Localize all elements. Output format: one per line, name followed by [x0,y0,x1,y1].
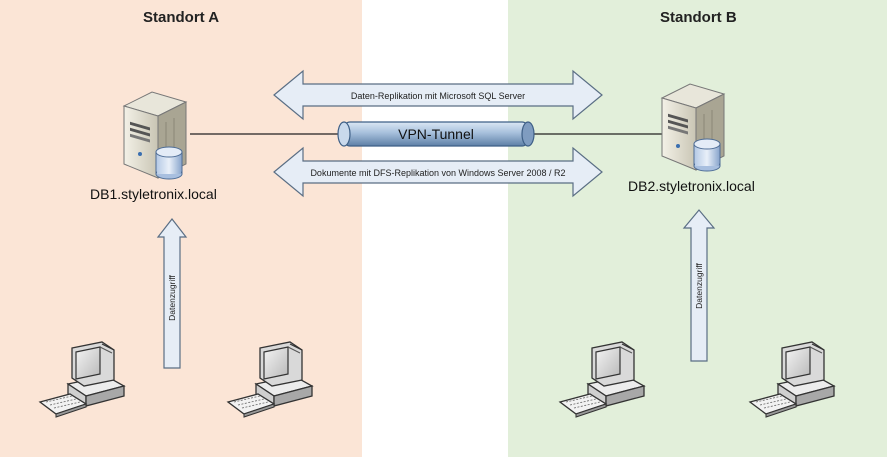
data-access-arrow-b: Datenzugriff [682,209,716,362]
vpn-tunnel: VPN-Tunnel [337,121,535,147]
vpn-tunnel-label: VPN-Tunnel [398,126,474,142]
data-access-arrow-a: Datenzugriff [156,218,188,369]
sql-replication-label: Daten-Replikation mit Microsoft SQL Serv… [351,91,525,101]
server-db2-label: DB2.styletronix.local [628,178,755,194]
server-db1-label: DB1.styletronix.local [90,186,217,202]
data-access-label-a: Datenzugriff [167,275,177,321]
server-db1-icon [123,91,187,180]
sql-replication-arrow: Daten-Replikation mit Microsoft SQL Serv… [273,69,603,121]
zone-b-title: Standort B [660,9,737,26]
dfs-replication-arrow: Dokumente mit DFS-Replikation von Window… [273,146,603,198]
data-access-label-b: Datenzugriff [694,263,704,309]
server-db2-icon [661,83,725,172]
zone-a-title: Standort A [143,9,220,26]
dfs-replication-label: Dokumente mit DFS-Replikation von Window… [310,168,565,178]
